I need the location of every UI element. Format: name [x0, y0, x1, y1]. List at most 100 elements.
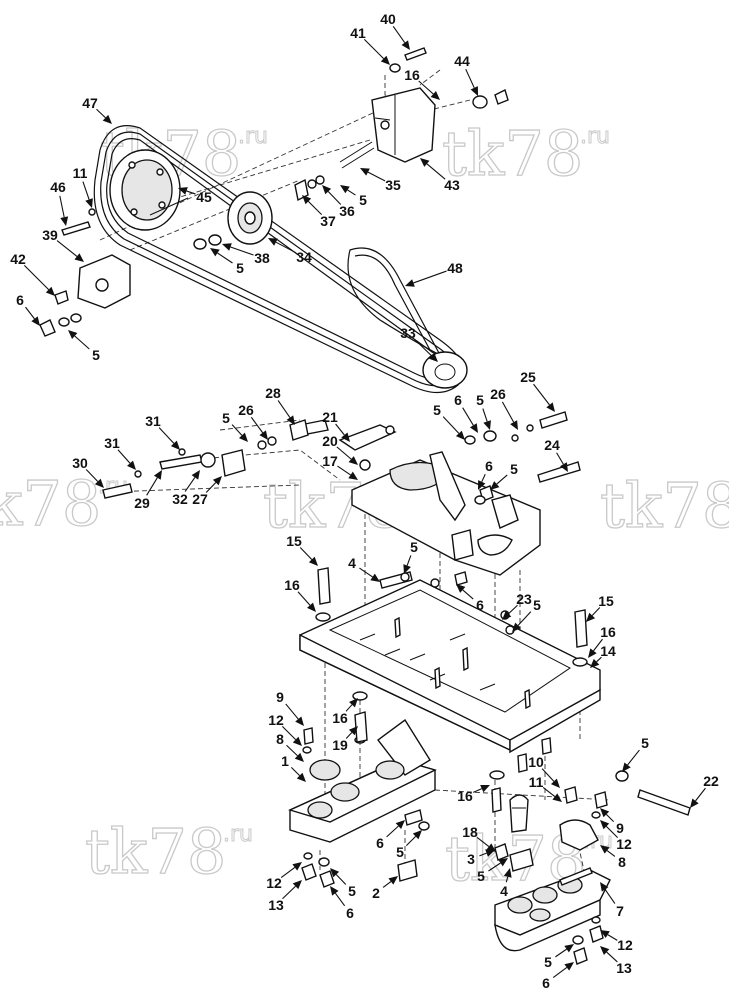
callout-label: 3: [467, 851, 475, 867]
callout-arrowhead: [292, 736, 302, 746]
callout-label: 30: [72, 455, 88, 471]
callout-label: 6: [542, 975, 550, 991]
callout-leader: [604, 889, 616, 904]
callout-arrowhead: [330, 868, 340, 878]
callout-arrowhead: [286, 415, 295, 425]
callout-label: 18: [462, 824, 478, 840]
callout-arrowhead: [307, 602, 316, 612]
callout-arrowhead: [348, 471, 358, 480]
callout-arrowhead: [586, 612, 596, 622]
callout-leader: [413, 270, 447, 284]
callout-leader: [517, 611, 532, 626]
watermark-text: tk78: [0, 467, 101, 540]
callout-leader: [488, 862, 501, 872]
callout-arrowhead: [485, 849, 495, 857]
callout-leader: [280, 866, 296, 879]
callout-label: 5: [433, 402, 441, 418]
callout-label: 20: [322, 433, 338, 449]
callout-label: 16: [332, 710, 348, 726]
callout-arrowhead: [430, 91, 440, 100]
callout-label: 14: [600, 643, 616, 659]
callout-arrowhead: [349, 698, 358, 708]
callout-arrowhead: [510, 420, 518, 430]
callout-leader: [593, 638, 603, 652]
callout-label: 31: [104, 435, 120, 451]
callout-label: 35: [385, 177, 401, 193]
callout-leader: [59, 195, 65, 218]
callout-leader: [74, 335, 90, 350]
callout-arrowhead: [238, 432, 248, 442]
callout-leader: [406, 555, 412, 566]
callout-arrowhead: [74, 253, 84, 262]
callout-label: 5: [510, 461, 518, 477]
callout-leader: [508, 604, 518, 615]
callout-leader: [505, 876, 509, 883]
callout-label: 11: [529, 774, 544, 790]
callout-leader: [56, 240, 78, 257]
callout-arrowhead: [455, 430, 465, 440]
callout-label: 12: [616, 836, 632, 852]
callout-label: 6: [346, 905, 354, 921]
callout-label: 26: [238, 402, 254, 418]
callout-leader: [85, 469, 99, 482]
callout-label: 19: [332, 737, 348, 753]
callout-arrowhead: [31, 316, 40, 326]
callout-label: 16: [284, 577, 300, 593]
callout-label: 9: [276, 689, 284, 705]
callout-leader: [117, 449, 131, 464]
callout-label: 38: [254, 250, 270, 266]
callout-arrowhead: [405, 279, 415, 287]
watermark-text: tk78: [600, 469, 729, 542]
callout-label: 8: [618, 854, 626, 870]
callout-label: 13: [268, 897, 284, 913]
callout-leader: [205, 482, 217, 493]
callout-arrowhead: [308, 556, 318, 566]
callout-label: 13: [616, 960, 632, 976]
callout-arrowhead: [210, 248, 220, 257]
callout-arrowhead: [456, 584, 466, 593]
callout-leader: [82, 181, 90, 200]
callout-leader: [465, 68, 475, 89]
callout-label: 23: [516, 591, 532, 607]
callout-leader: [501, 401, 515, 423]
callout-label: 46: [50, 179, 66, 195]
callout-label: 27: [192, 491, 208, 507]
callout-leader: [542, 787, 556, 797]
callout-arrowhead: [60, 216, 69, 226]
watermark-suffix: .ru: [580, 124, 610, 149]
callout-arrowhead: [85, 198, 93, 208]
callout-arrowhead: [102, 114, 112, 124]
watermark-text: tk78: [442, 117, 583, 190]
callout-label: 8: [276, 731, 284, 747]
callout-leader: [533, 383, 550, 406]
callout-arrowhead: [564, 962, 574, 971]
callout-arrowhead: [490, 481, 500, 490]
callout-label: 6: [16, 292, 24, 308]
callout-arrowhead: [600, 946, 610, 956]
callout-leader: [426, 163, 446, 180]
callout-leader: [146, 477, 158, 496]
callout-label: 5: [396, 844, 404, 860]
callout-label: 9: [616, 820, 624, 836]
callout-label: 25: [520, 369, 536, 385]
callout-label: 47: [82, 95, 98, 111]
callout-label: 12: [268, 712, 284, 728]
callout-label: 6: [485, 458, 493, 474]
callout-leader: [605, 813, 615, 823]
callout-leader: [386, 825, 399, 838]
callout-leader: [591, 607, 601, 616]
callout-arrowhead: [322, 185, 332, 195]
callout-arrowhead: [348, 726, 358, 736]
callout-arrowhead: [348, 456, 358, 465]
callout-arrowhead: [403, 564, 411, 574]
callout-leader: [25, 306, 35, 320]
callout-label: 16: [404, 67, 420, 83]
callout-arrowhead: [296, 772, 306, 782]
watermark-suffix: .ru: [238, 124, 268, 149]
callout-leader: [345, 732, 353, 739]
callout-arrowhead: [552, 793, 562, 802]
callout-arrowhead: [428, 352, 438, 362]
belt-assembly: [77, 87, 468, 394]
callout-arrowhead: [170, 440, 180, 450]
